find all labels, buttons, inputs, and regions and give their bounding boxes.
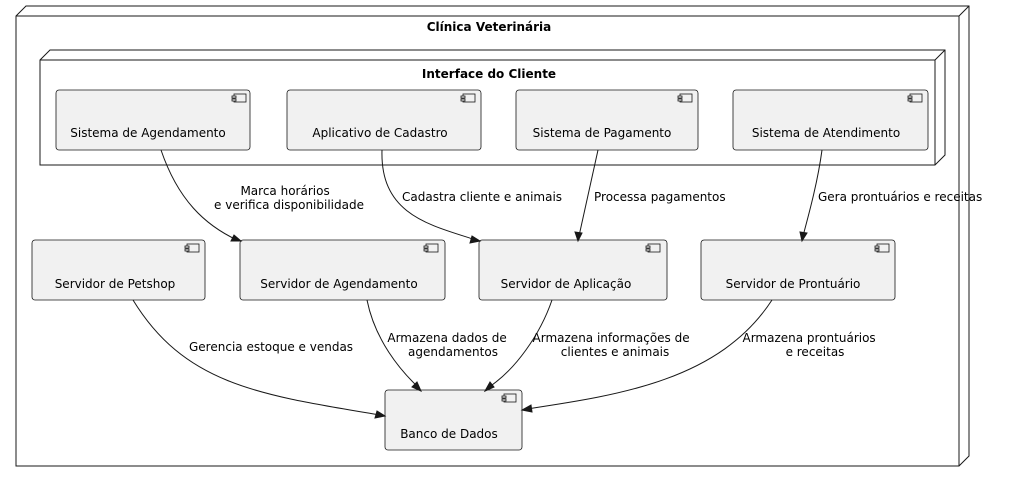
edge-atendimento: Gera prontuários e receitas [799, 149, 982, 243]
component-servidor-prontuario[interactable]: Servidor de Prontuário [700, 239, 896, 301]
edge-srv-prontuario: Armazena prontuários e receitas [520, 299, 879, 413]
node-clinica-title: Clínica Veterinária [427, 20, 552, 34]
component-label: Servidor de Prontuário [726, 277, 861, 291]
edge-pagamento: Processa pagamentos [574, 149, 726, 243]
component-label: Sistema de Pagamento [533, 126, 672, 140]
component-label: Servidor de Petshop [55, 277, 176, 291]
edge-label: Cadastra cliente e animais [402, 190, 562, 204]
component-servidor-agendamento[interactable]: Servidor de Agendamento [239, 239, 446, 301]
edge-cadastro: Cadastra cliente e animais [381, 149, 562, 244]
component-sistema-pagamento[interactable]: Sistema de Pagamento [515, 89, 699, 151]
edge-label: Processa pagamentos [594, 190, 726, 204]
component-icon [423, 243, 439, 253]
edge-label: Gera prontuários e receitas [818, 190, 982, 204]
edge-label: Marca horários e verifica disponibilidad… [214, 184, 364, 212]
edge-srv-agendamento: Armazena dados de agendamentos [366, 299, 510, 392]
component-icon [874, 243, 890, 253]
edge-label: Armazena prontuários e receitas [742, 331, 879, 359]
edge-petshop: Gerencia estoque e vendas [132, 299, 387, 419]
component-label: Sistema de Atendimento [752, 126, 900, 140]
component-aplicativo-cadastro[interactable]: Aplicativo de Cadastro [286, 89, 482, 151]
component-label: Banco de Dados [400, 427, 498, 441]
node-interface-cliente: Interface do Cliente [39, 49, 946, 166]
edge-label: Armazena dados de agendamentos [387, 331, 510, 359]
component-label: Servidor de Agendamento [260, 277, 417, 291]
component-servidor-petshop[interactable]: Servidor de Petshop [31, 239, 206, 301]
component-icon [460, 93, 476, 103]
component-label: Sistema de Agendamento [70, 126, 225, 140]
component-icon [907, 93, 923, 103]
component-sistema-agendamento[interactable]: Sistema de Agendamento [55, 89, 251, 151]
edge-label: Armazena informações de clientes e anima… [533, 331, 694, 359]
component-servidor-aplicacao[interactable]: Servidor de Aplicação [478, 239, 668, 301]
edge-srv-aplicacao: Armazena informações de clientes e anima… [483, 299, 694, 393]
component-label: Aplicativo de Cadastro [312, 126, 447, 140]
node-interface-title: Interface do Cliente [422, 67, 556, 81]
edge-agendamento: Marca horários e verifica disponibilidad… [160, 149, 364, 242]
component-icon [231, 93, 247, 103]
component-label: Servidor de Aplicação [501, 277, 632, 291]
component-icon [501, 393, 517, 403]
component-icon [677, 93, 693, 103]
component-banco-dados[interactable]: Banco de Dados [384, 389, 523, 451]
component-icon [645, 243, 661, 253]
component-icon [184, 243, 200, 253]
edge-label: Gerencia estoque e vendas [189, 340, 353, 354]
component-sistema-atendimento[interactable]: Sistema de Atendimento [732, 89, 929, 151]
